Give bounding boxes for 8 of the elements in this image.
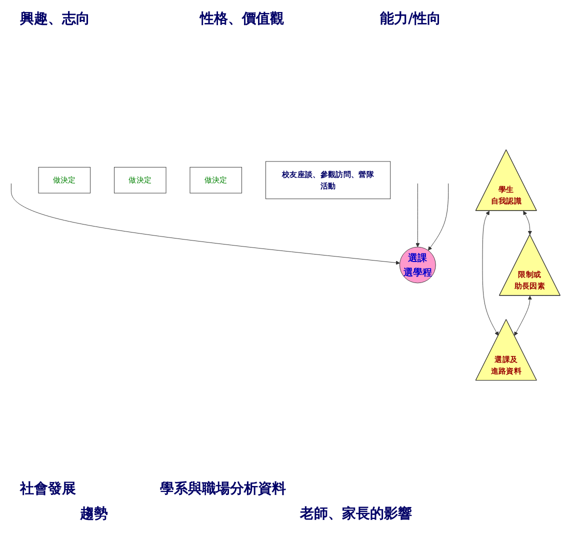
annotation-text: 能力/性向 bbox=[380, 10, 442, 28]
annotation-text: 學系與職場分析資料 bbox=[160, 480, 286, 498]
annotation-text: 社會發展 bbox=[20, 480, 76, 498]
annotation-text: 性格、價值觀 bbox=[200, 10, 284, 28]
node-circle: 選課 選學程 bbox=[399, 246, 436, 284]
annotation-text: 老師、家長的影響 bbox=[300, 505, 412, 523]
annotation-text: 趨勢 bbox=[80, 505, 108, 523]
annotation-text: 興趣、志向 bbox=[20, 10, 90, 28]
